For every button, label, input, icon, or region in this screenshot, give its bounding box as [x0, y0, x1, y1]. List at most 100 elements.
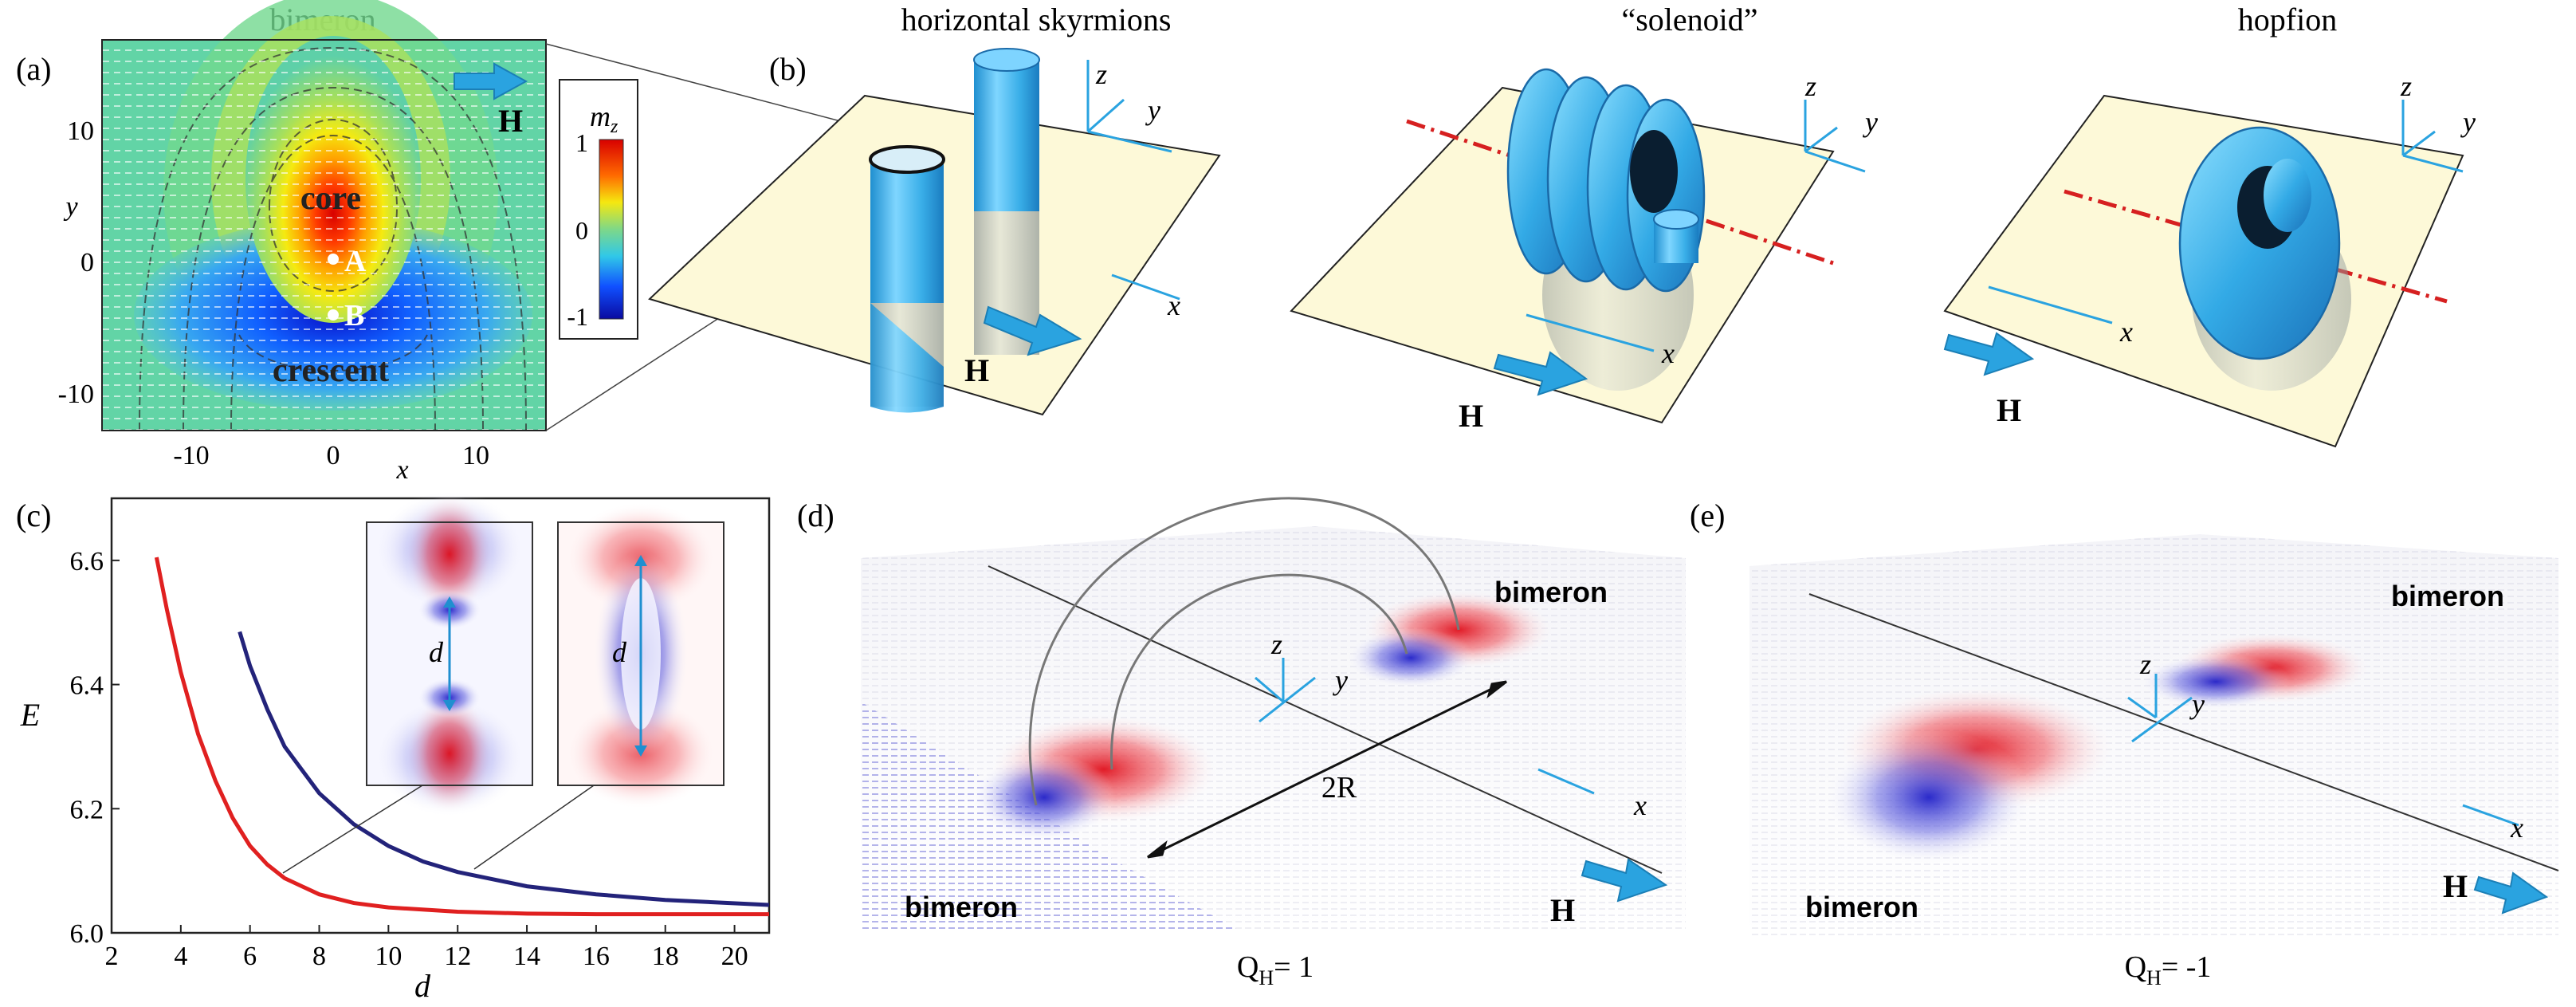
x-tick-label: 2: [105, 942, 119, 971]
x-ticks: 2 4 6 8 10 12 14 16 18 20: [105, 925, 748, 971]
bimeron-bottom-d: bimeron: [905, 891, 1018, 923]
charge-value-e: = -1: [2162, 950, 2212, 984]
charge-value-d: = 1: [1274, 950, 1314, 984]
title-horizontal-skyrmions: horizontal skyrmions: [901, 2, 1172, 37]
inset-1: d: [366, 490, 533, 817]
panel-c: (c) 6.0 6.2 6.4 6.6 2 4 6 8 10 12 14 16 18 20 E d d: [16, 490, 771, 1004]
horizontal-skyrmions-scene: z y x H: [648, 48, 1221, 416]
bimeron-top-d: bimeron: [1494, 576, 1608, 608]
axis-x-d: x: [1633, 789, 1647, 821]
x-tick-label: 6: [243, 942, 257, 971]
axis-y-e: y: [2189, 688, 2205, 720]
point-b-marker: [328, 309, 339, 321]
inset-leader-lines: [282, 785, 595, 874]
x-tick-label: 20: [721, 942, 748, 971]
title-hopfion: hopfion: [2238, 2, 2337, 37]
field-label-b3: H: [1997, 392, 2021, 428]
colorbar: mz 1 0 -1: [559, 79, 638, 340]
y-tick-label: 6.2: [70, 795, 104, 824]
y-tick-label: 6.0: [70, 919, 104, 949]
panel-a: (a) bimeron core A B crescent: [16, 0, 866, 485]
charge-label-d: QH= 1: [1237, 950, 1314, 989]
x-tick-label: 18: [652, 942, 679, 971]
charge-q-e: Q: [2125, 950, 2146, 984]
field-arrow-icon: [983, 305, 1082, 356]
bimeron-top-e: bimeron: [2391, 580, 2504, 612]
core-label: core: [300, 180, 361, 217]
axis-x-b1: x: [1167, 289, 1180, 321]
series-line-2: [238, 631, 770, 907]
inset-1-d-label: d: [429, 636, 444, 668]
x-tick-0: 0: [327, 441, 340, 470]
axis-z-b1: z: [1095, 58, 1107, 90]
x-tick-label: 16: [583, 942, 610, 971]
x-tick-label: 14: [513, 942, 540, 971]
x-tick-label: 8: [312, 942, 326, 971]
axis-y-b1: y: [1145, 94, 1160, 126]
c-x-axis-label: d: [414, 968, 431, 1004]
panel-d: (d) 2R z y x bimeron bimeron H QH= 1: [797, 497, 1686, 989]
panel-b: (b) horizontal skyrmions “solenoid” hopf…: [648, 2, 2476, 448]
x-tick-label: 10: [375, 942, 402, 971]
panel-b-letter: (b): [769, 51, 807, 87]
axis-y-b2: y: [1863, 106, 1878, 138]
point-a-label: A: [344, 245, 367, 278]
field-arrow-icon: [454, 62, 528, 100]
axis-z-e: z: [2139, 648, 2151, 680]
charge-label-e: QH= -1: [2125, 950, 2212, 989]
panel-e: (e) z y x bimeron bimeron H QH= -1: [1690, 498, 2559, 989]
y-ticks: 6.0 6.2 6.4 6.6: [70, 547, 120, 949]
charge-sub-e: H: [2146, 966, 2162, 989]
axis-z-b2: z: [1804, 70, 1816, 102]
y-tick-label: 6.6: [70, 547, 104, 576]
field-label-b2: H: [1459, 398, 1483, 434]
field-label-a: H: [498, 103, 523, 139]
solenoid-scene: z y x H: [1290, 68, 1878, 434]
field-arrow-icon: [2473, 871, 2549, 915]
y-axis-label: y: [63, 192, 78, 222]
x-tick-neg10: -10: [173, 441, 209, 470]
title-solenoid: “solenoid”: [1621, 2, 1757, 37]
c-y-axis-label: E: [20, 697, 40, 733]
field-arrow-icon: [1581, 858, 1668, 903]
panel-d-letter: (d): [797, 498, 834, 533]
charge-sub-d: H: [1259, 966, 1274, 989]
bimeron-map: core A B crescent H: [101, 0, 547, 431]
x-tick-10: 10: [462, 441, 489, 470]
y-tick-10: 10: [67, 116, 94, 146]
point-a-marker: [328, 254, 339, 265]
y-tick-label: 6.4: [70, 671, 104, 701]
y-tick-0: 0: [80, 248, 94, 277]
crescent-label: crescent: [273, 352, 389, 389]
colorbar-subscript: z: [610, 116, 618, 137]
field-label-b1: H: [964, 352, 989, 388]
axis-y-b3: y: [2460, 106, 2476, 138]
panel-a-letter: (a): [16, 51, 51, 87]
x-tick-label: 4: [174, 942, 187, 971]
distance-2r-label: 2R: [1321, 771, 1357, 804]
series-line-1: [154, 557, 769, 917]
axis-y-d: y: [1333, 664, 1348, 696]
field-label-d: H: [1550, 892, 1575, 928]
hopfion-scene: z y x H: [1943, 70, 2476, 448]
panel-a-axes: 10 0 -10 y -10 0 10 x: [58, 116, 489, 485]
field-arrow-icon: [1493, 351, 1588, 396]
field-label-e: H: [2443, 868, 2468, 904]
colorbar-tick-neg1: -1: [567, 302, 588, 331]
axis-x-e: x: [2510, 812, 2523, 844]
y-tick-neg10: -10: [58, 380, 94, 409]
bimeron-bottom-e: bimeron: [1805, 891, 1918, 923]
colorbar-tick-0: 0: [575, 216, 588, 245]
axis-z-d: z: [1270, 628, 1282, 660]
x-axis-label: x: [395, 455, 408, 485]
field-arrow-icon: [1943, 332, 2035, 376]
x-tick-label: 12: [444, 942, 471, 971]
colorbar-tick-1: 1: [575, 128, 588, 157]
axis-z-b3: z: [2400, 70, 2412, 102]
chart-lines: [154, 557, 770, 917]
panel-c-letter: (c): [16, 498, 51, 533]
svg-text:mz: mz: [590, 100, 618, 137]
inset-2-d-label: d: [612, 636, 627, 668]
axis-x-b2: x: [1661, 337, 1675, 369]
